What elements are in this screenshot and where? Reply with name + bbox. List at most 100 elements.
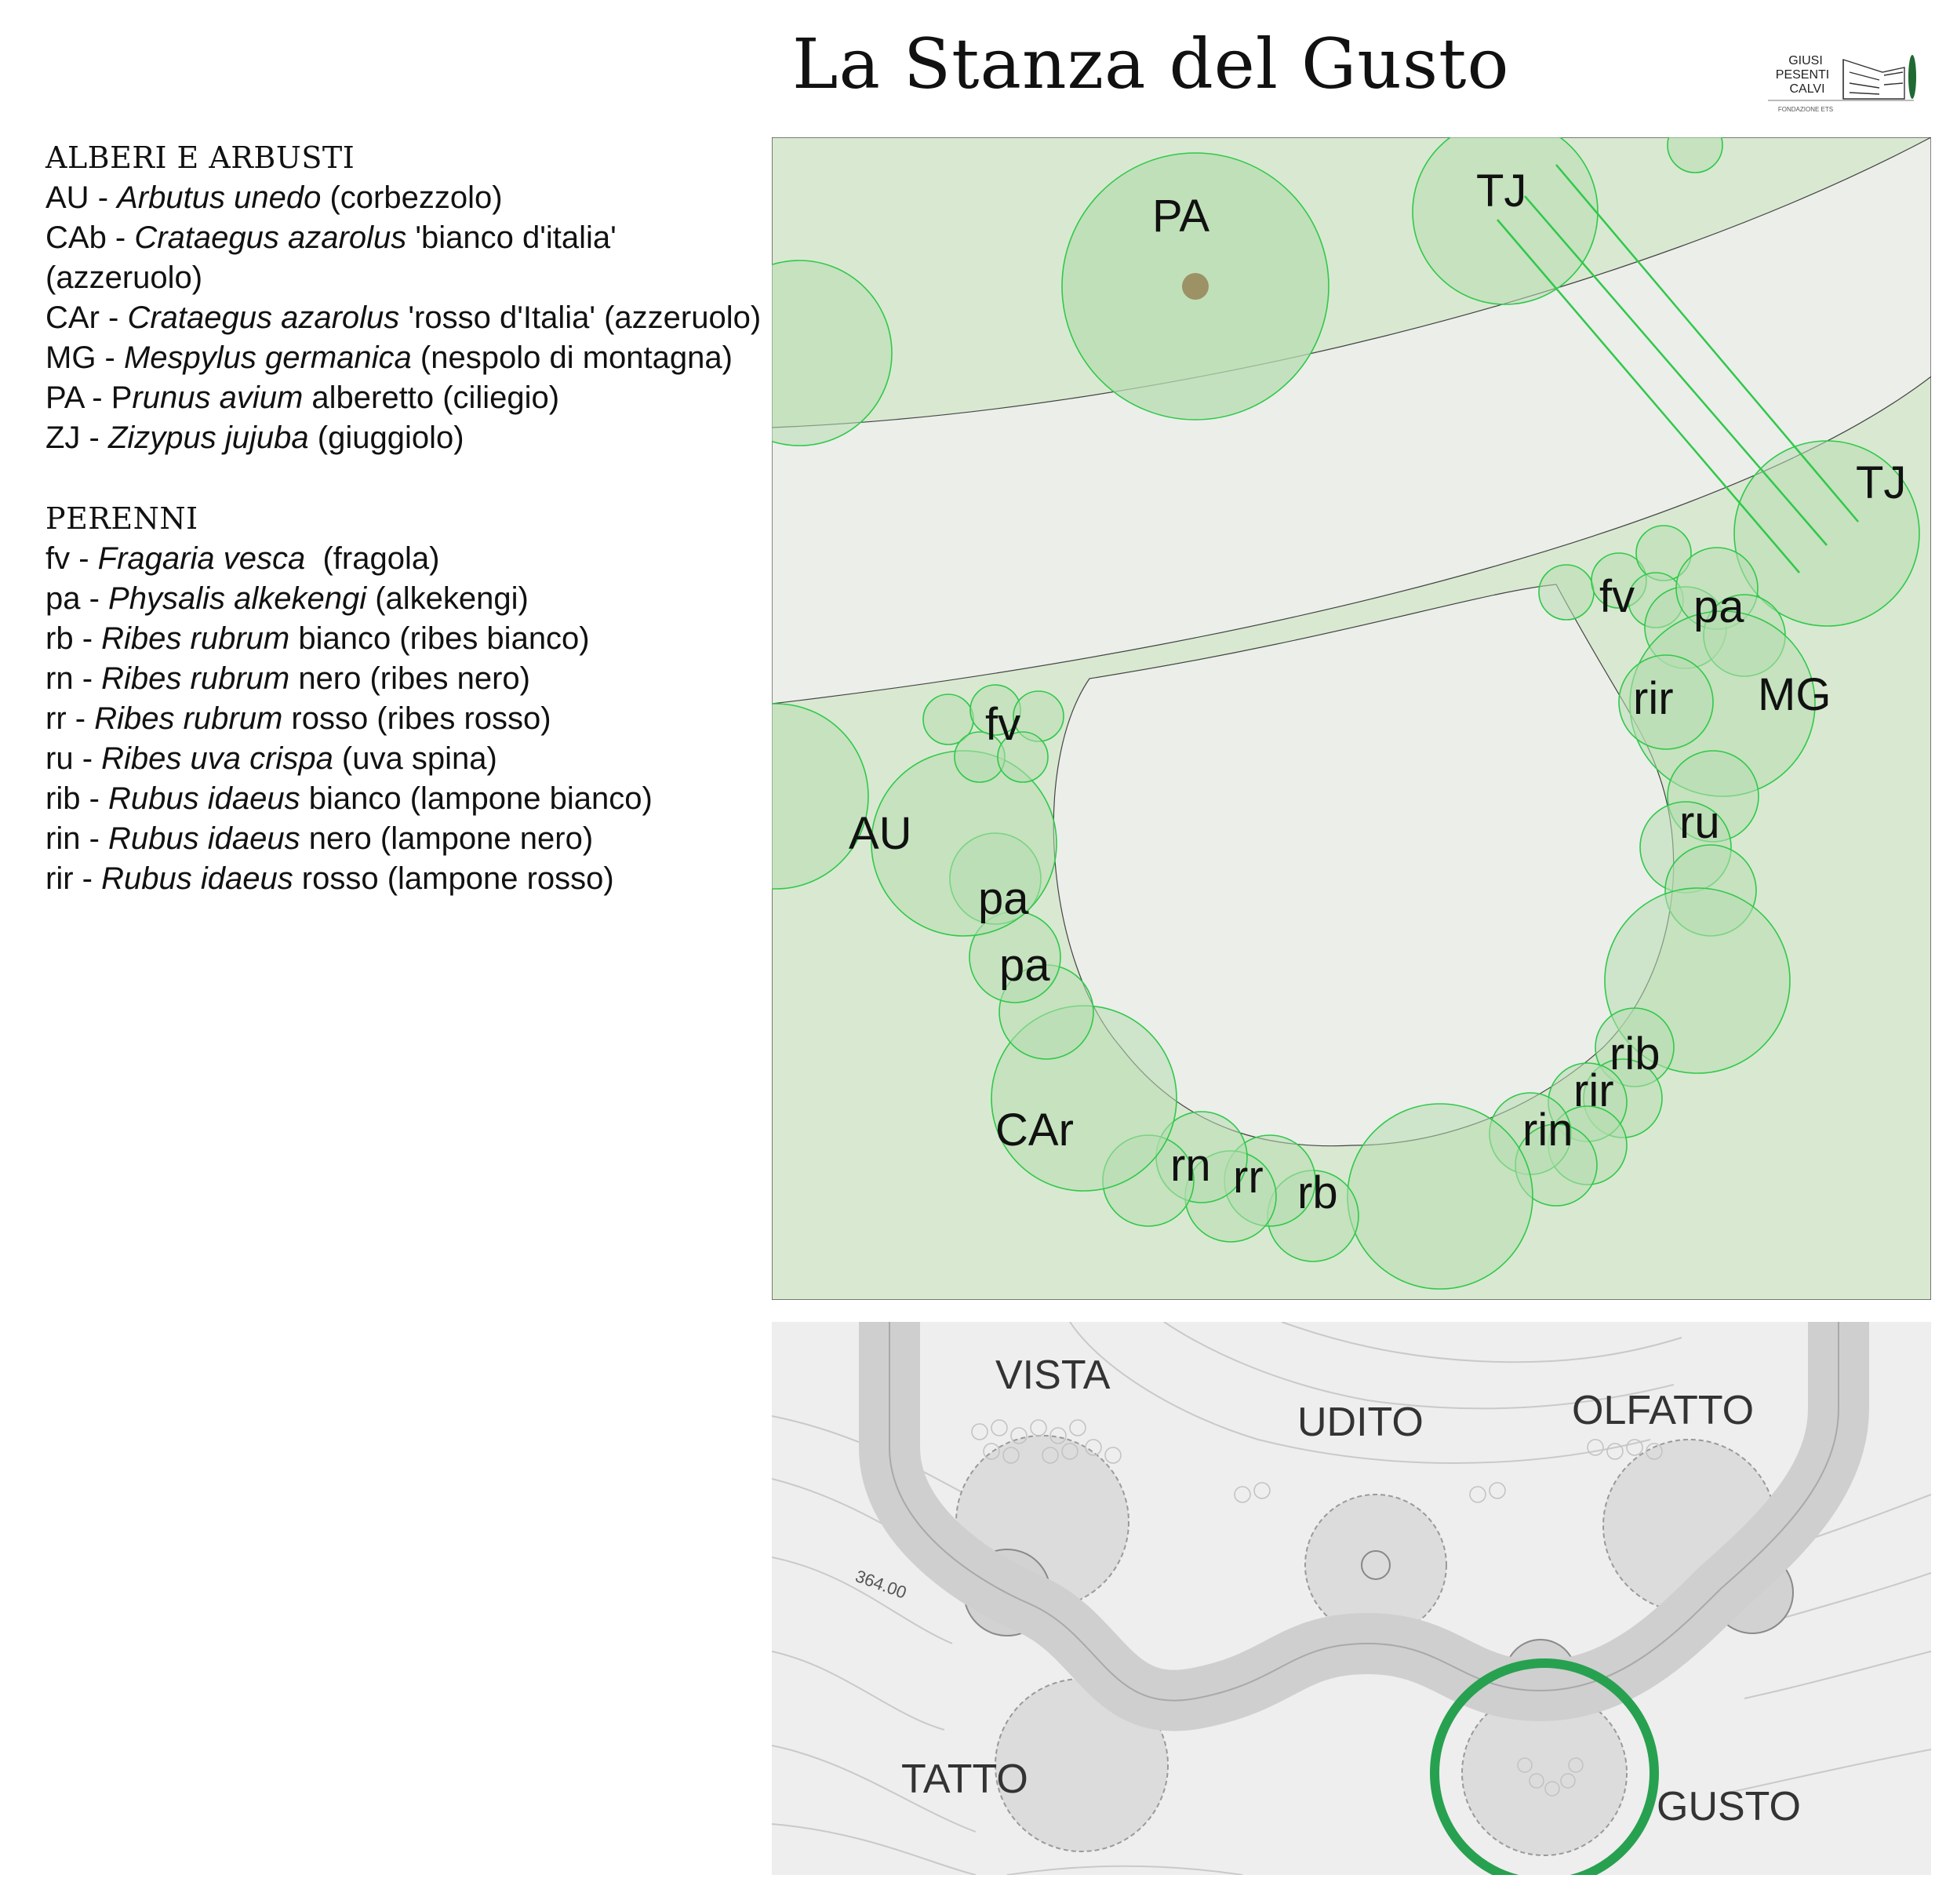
- perennials-entry-latin: Ribes rubrum: [101, 661, 290, 696]
- trees-entry-tail: (giuggiolo): [308, 420, 464, 455]
- perennials-entry-ru: ru - Ribes uva crispa (uva spina): [45, 739, 775, 779]
- trees-entry-code: PA: [45, 380, 84, 415]
- perennials-entry-latin: Ribes rubrum: [101, 621, 290, 656]
- tj-hatch: [1497, 164, 1859, 573]
- plan-label-pa-right: pa: [1693, 581, 1744, 632]
- legend-perennials: PERENNI fv - Fragaria vesca (fragola)pa …: [45, 499, 775, 899]
- trees-entry-sep: -: [80, 420, 108, 455]
- logo-line-2: PESENTI: [1776, 68, 1829, 82]
- trees-entry-tail: 'bianco d'italia' (azzeruolo): [45, 220, 625, 295]
- trees-entry-code: AU: [45, 180, 89, 215]
- trees-entry-pa: PA - Prunus avium alberetto (ciliegio): [45, 378, 775, 418]
- perennials-entry-tail: (alkekengi): [366, 581, 529, 616]
- plan-label-pa-left-2: pa: [999, 940, 1050, 991]
- perennials-entry-tail: bianco (ribes bianco): [289, 621, 590, 656]
- trees-entry-code: ZJ: [45, 420, 81, 455]
- plant-circle-tj-right: [1733, 440, 1920, 627]
- plan-label-tj-right: TJ: [1856, 457, 1906, 508]
- plan-label-au: AU: [849, 808, 912, 859]
- trees-entry-tail: (corbezzolo): [321, 180, 503, 215]
- plan-label-rib: rib: [1610, 1028, 1660, 1079]
- perennials-entry-latin: Rubus idaeus: [101, 861, 293, 896]
- context-label-gusto: GUSTO: [1657, 1784, 1801, 1829]
- legend-trees-heading: ALBERI E ARBUSTI: [45, 140, 355, 175]
- plant-circle-tj-top: [1412, 137, 1599, 305]
- plant-circle-left-top: [772, 260, 893, 446]
- plan-label-rir-bottom: rir: [1573, 1065, 1614, 1116]
- perennials-entry-tail: rosso (lampone rosso): [293, 861, 614, 896]
- perennials-entry-sep: -: [66, 701, 95, 736]
- plan-label-mg: MG: [1758, 669, 1831, 720]
- plant-legend: ALBERI E ARBUSTI AU - Arbutus unedo (cor…: [45, 138, 775, 940]
- trees-entry-mg: MG - Mespylus germanica (nespolo di mont…: [45, 338, 775, 378]
- perennials-entry-tail: rosso (ribes rosso): [282, 701, 551, 736]
- context-label-olfatto: OLFATTO: [1572, 1388, 1754, 1433]
- perennials-entry-code: ru: [45, 741, 74, 776]
- perennials-entry-pa: pa - Physalis alkekengi (alkekengi): [45, 579, 775, 619]
- plant-circle-left-mid: [772, 703, 869, 890]
- perennials-entry-latin: Ribes rubrum: [94, 701, 283, 736]
- legend-trees: ALBERI E ARBUSTI AU - Arbutus unedo (cor…: [45, 138, 775, 458]
- plan-label-car: CAr: [995, 1105, 1074, 1156]
- plan-label-rir-right: rir: [1633, 673, 1674, 724]
- plan-label-rin: rin: [1522, 1105, 1573, 1156]
- trees-entry-latin: Mespylus germanica: [123, 340, 412, 375]
- perennials-entry-latin: Rubus idaeus: [108, 821, 300, 856]
- plan-label-rb: rb: [1297, 1167, 1338, 1218]
- plant-circle-fv-left-5: [997, 731, 1049, 783]
- trees-entry-latin: Zizypus jujuba: [107, 420, 309, 455]
- trees-entry-sep: -: [89, 180, 118, 215]
- trees-entry-sep: -: [96, 340, 124, 375]
- trees-entry-latin: Crataegus azarolus: [127, 300, 400, 335]
- perennials-entry-rb: rb - Ribes rubrum bianco (ribes bianco): [45, 619, 775, 659]
- perennials-entry-code: rib: [45, 781, 81, 816]
- perennials-entry-rn: rn - Ribes rubrum nero (ribes nero): [45, 659, 775, 699]
- perennials-entry-latin: Physalis alkekengi: [108, 581, 367, 616]
- perennials-entry-rin: rin - Rubus idaeus nero (lampone nero): [45, 819, 775, 859]
- gusto-highlight-ring: [1430, 1658, 1659, 1875]
- plan-label-ru: ru: [1679, 797, 1720, 848]
- plan-labels: PA TJ TJ fv pa rir MG fv AU pa pa ru rib…: [849, 166, 1906, 1218]
- trees-entry-sep: - P: [83, 380, 133, 415]
- perennials-entry-code: pa: [45, 581, 81, 616]
- logo-line-1: GIUSI: [1788, 54, 1823, 67]
- plant-circle-fv-right-1: [1538, 564, 1595, 621]
- trees-entry-latin: Crataegus azarolus: [134, 220, 407, 255]
- trees-entry-cab: CAb - Crataegus azarolus 'bianco d'itali…: [45, 218, 775, 298]
- trees-entry-tail: (nespolo di montagna): [411, 340, 733, 375]
- trees-entry-code: CAb: [45, 220, 107, 255]
- perennials-entry-tail: (fragola): [305, 541, 440, 576]
- perennials-entry-code: rr: [45, 701, 67, 736]
- perennials-entry-rib: rib - Rubus idaeus bianco (lampone bianc…: [45, 779, 775, 819]
- perennials-entry-rr: rr - Ribes rubrum rosso (ribes rosso): [45, 699, 775, 739]
- perennials-entry-sep: -: [80, 781, 108, 816]
- trees-entry-au: AU - Arbutus unedo (corbezzolo): [45, 178, 775, 218]
- perennials-entry-code: rn: [45, 661, 74, 696]
- perennials-entry-fv: fv - Fragaria vesca (fragola): [45, 539, 775, 579]
- perennials-entry-code: rin: [45, 821, 81, 856]
- plan-label-tj-top: TJ: [1476, 166, 1526, 217]
- plan-label-fv-left: fv: [985, 699, 1020, 750]
- plan-label-pa-left-1: pa: [978, 873, 1029, 924]
- perennials-entry-tail: bianco (lampone bianco): [300, 781, 653, 816]
- small-shrub-dots: [971, 1419, 1663, 1797]
- room-tatto: [995, 1678, 1169, 1852]
- perennials-entry-rir: rir - Rubus idaeus rosso (lampone rosso): [45, 859, 775, 899]
- garden-context-map: VISTA UDITO OLFATTO TATTO GUSTO 364.00: [772, 1322, 1931, 1875]
- perennials-entry-sep: -: [73, 661, 102, 696]
- logo-line-4: FONDAZIONE ETS: [1778, 106, 1833, 113]
- legend-perennials-heading: PERENNI: [45, 501, 198, 536]
- trees-entry-code: CAr: [45, 300, 100, 335]
- trees-entry-zj: ZJ - Zizypus jujuba (giuggiolo): [45, 418, 775, 458]
- perennials-entry-code: rir: [45, 861, 74, 896]
- logo-line-3: CALVI: [1789, 82, 1824, 96]
- perennials-entry-sep: -: [73, 621, 102, 656]
- page-title: La Stanza del Gusto: [792, 24, 1510, 104]
- trees-entry-sep: -: [106, 220, 135, 255]
- trees-entry-latin: runus avium: [132, 380, 304, 415]
- trees-entry-tail: alberetto (ciliegio): [303, 380, 560, 415]
- plan-label-rn: rn: [1170, 1140, 1211, 1191]
- perennials-entry-code: fv: [45, 541, 71, 576]
- villa-icon: [1842, 59, 1905, 100]
- perennials-entry-latin: Fragaria vesca: [97, 541, 306, 576]
